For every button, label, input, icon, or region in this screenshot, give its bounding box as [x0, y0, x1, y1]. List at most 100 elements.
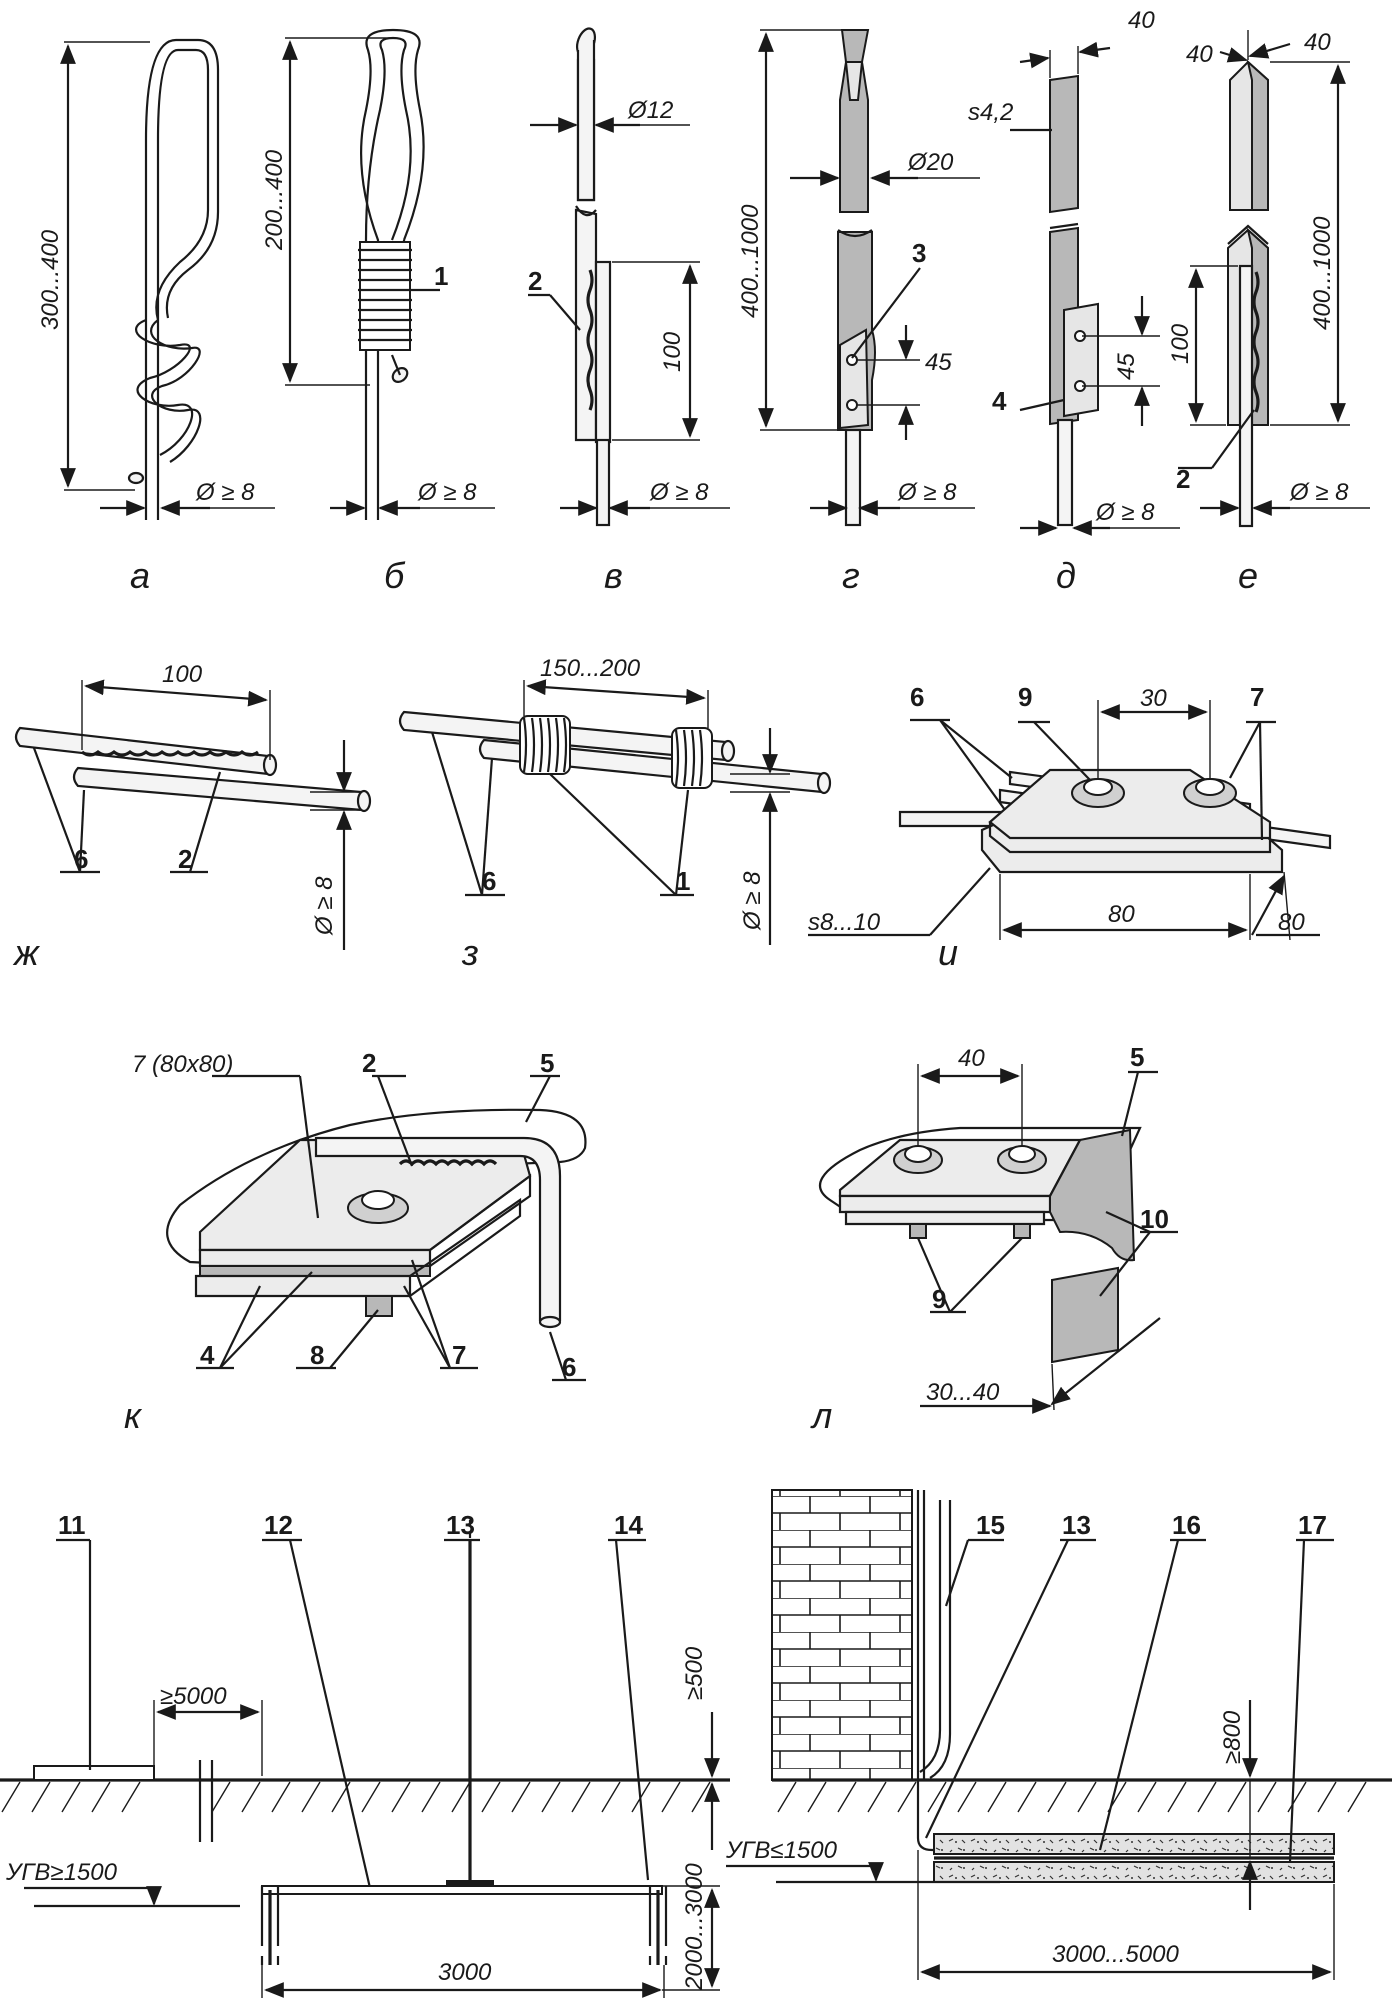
fig-k-callout-gasket: 4 — [200, 1340, 215, 1370]
installation-horizontal: 15 13 16 17 ≥800 УГВ≤1500 3000...5000 — [725, 1489, 1392, 1980]
fig-z-callout-wrap: 1 — [676, 866, 690, 896]
fig-i-bolt-right — [1183, 778, 1237, 808]
fig-i-callout-rods: 6 — [910, 682, 924, 712]
br-span: 3000...5000 — [1052, 1941, 1179, 1968]
fig-i-callout-bolt: 9 — [1018, 682, 1032, 712]
fig-g-hole-spacing: 45 — [925, 349, 952, 376]
fig-i-bolt-left — [1071, 778, 1125, 808]
fig-zh-length-dim: 100 — [162, 661, 203, 688]
fig-g-height-dim: 400...1000 — [737, 204, 764, 318]
fig-e-height-dim: 400...1000 — [1309, 216, 1336, 330]
fig-k-callout-rod: 6 — [562, 1352, 576, 1382]
figure-a: 300...400 Ø ≥ 8 а — [37, 38, 275, 596]
fig-e-overlap-dim: 100 — [1167, 323, 1194, 364]
fig-z-length-dim: 150...200 — [540, 655, 641, 682]
fig-i-plate-size-a: 80 — [1108, 901, 1135, 928]
fig-z-diameter: Ø ≥ 8 — [739, 871, 766, 931]
figure-z: 150...200 6 1 Ø ≥ 8 з — [398, 655, 832, 973]
fig-z-callout-rods: 6 — [482, 866, 496, 896]
bl-span: 3000 — [438, 1959, 492, 1986]
fig-k-callout-plate: 7 — [452, 1340, 466, 1370]
fig-zh-letter: ж — [12, 932, 41, 973]
fig-a-diameter: Ø ≥ 8 — [195, 479, 255, 506]
fig-e-diameter: Ø ≥ 8 — [1289, 479, 1349, 506]
fig-i-bolt-spacing: 30 — [1140, 685, 1167, 712]
bl-depth-top: ≥500 — [681, 1646, 708, 1700]
fig-l-bolt-spacing: 40 — [958, 1045, 985, 1072]
br-depth-top: ≥800 — [1219, 1710, 1246, 1764]
fig-b-callout: 1 — [434, 261, 448, 291]
br-brick-wall — [771, 1489, 913, 1781]
fig-l-callout-bolt: 9 — [932, 1284, 946, 1314]
br-callout-17: 17 — [1298, 1510, 1327, 1540]
fig-v-letter: в — [604, 555, 623, 596]
fig-b-height-dim: 200...400 — [261, 149, 288, 251]
fig-g-pipe-diameter: Ø20 — [907, 149, 954, 176]
fig-l-callout-strip: 5 — [1130, 1042, 1144, 1072]
fig-i-plate-size-b: 80 — [1278, 909, 1305, 936]
fig-d-hole-spacing: 45 — [1113, 353, 1140, 380]
fig-zh-callout-weld: 2 — [178, 844, 192, 874]
figure-k: 7 (80x80) 2 5 4 8 7 6 к — [124, 1048, 587, 1436]
fig-i-letter: и — [938, 932, 958, 973]
br-callout-15: 15 — [976, 1510, 1005, 1540]
fig-d-diameter: Ø ≥ 8 — [1095, 499, 1155, 526]
fig-l-width-dim: 30...40 — [926, 1379, 1000, 1406]
figure-d: 40 s4,2 45 4 Ø ≥ 8 д — [968, 7, 1180, 596]
fig-z-wrap-left — [519, 715, 571, 775]
fig-e-flange-right: 40 — [1304, 29, 1331, 56]
fig-b-letter: б — [384, 555, 406, 596]
fig-b-wire-wrap — [358, 241, 412, 351]
figure-i: 30 6 9 7 80 80 s8...10 и — [808, 682, 1332, 973]
fig-v-top-diameter: Ø12 — [627, 97, 673, 124]
fig-g-letter: г — [842, 555, 860, 596]
fig-g-callout: 3 — [912, 238, 926, 268]
fig-l-letter: л — [810, 1395, 832, 1436]
fig-d-callout-plate: 4 — [992, 386, 1007, 416]
fig-k-plate-label: 7 (80x80) — [132, 1051, 233, 1078]
fig-b-diameter: Ø ≥ 8 — [417, 479, 477, 506]
fig-i-thickness: s8...10 — [808, 909, 881, 936]
figure-g: 400...1000 Ø20 45 3 Ø ≥ 8 г — [737, 29, 980, 596]
fig-i-callout-plate: 7 — [1250, 682, 1264, 712]
fig-k-callout-bolt: 8 — [310, 1340, 324, 1370]
fig-k-bolt — [347, 1190, 409, 1317]
br-groundwater: УГВ≤1500 — [725, 1837, 838, 1864]
fig-z-wrap-right — [671, 727, 713, 789]
fig-e-callout: 2 — [1176, 464, 1190, 494]
ground-hatch-left — [1, 1781, 711, 1813]
fig-l-callout-angle: 10 — [1140, 1204, 1169, 1234]
fig-e-flange-left: 40 — [1186, 41, 1213, 68]
fig-a-letter: а — [130, 555, 150, 596]
fig-a-height-dim: 300...400 — [37, 229, 64, 330]
figure-zh: 100 6 2 Ø ≥ 8 ж — [12, 661, 372, 973]
installation-vertical: ≥5000 11 12 13 14 ≥500 2000...3000 УГВ≥1… — [0, 1510, 730, 1998]
fig-e-letter: е — [1238, 555, 1258, 596]
bl-callout-12: 12 — [264, 1510, 293, 1540]
fig-v-callout: 2 — [528, 266, 542, 296]
br-callout-16: 16 — [1172, 1510, 1201, 1540]
fig-v-diameter: Ø ≥ 8 — [649, 479, 709, 506]
bl-distance: ≥5000 — [160, 1683, 227, 1710]
fig-z-letter: з — [461, 932, 479, 973]
bl-depth-range: 2000...3000 — [681, 1863, 708, 1991]
figure-b: 200...400 1 Ø ≥ 8 б — [261, 28, 495, 596]
fig-k-callout-strip: 5 — [540, 1048, 554, 1078]
bl-groundwater: УГВ≥1500 — [5, 1859, 118, 1886]
figure-l: 40 5 9 10 30...40 л — [810, 1042, 1178, 1436]
fig-zh-callout-rods: 6 — [74, 844, 88, 874]
fig-k-letter: к — [124, 1395, 143, 1436]
fig-g-diameter: Ø ≥ 8 — [897, 479, 957, 506]
fig-d-thickness: s4,2 — [968, 99, 1013, 126]
fig-d-letter: д — [1056, 555, 1076, 596]
fig-zh-diameter: Ø ≥ 8 — [311, 876, 338, 936]
fig-k-callout-weld: 2 — [362, 1048, 376, 1078]
ground-hatch-right — [777, 1781, 1367, 1813]
figure-v: Ø12 100 2 Ø ≥ 8 в — [528, 27, 730, 596]
fig-v-overlap-dim: 100 — [659, 331, 686, 372]
bl-callout-11: 11 — [58, 1510, 86, 1540]
br-callout-13: 13 — [1062, 1510, 1091, 1540]
fig-d-width-dim: 40 — [1128, 7, 1155, 34]
figure-e: 40 40 400...1000 100 2 Ø ≥ 8 е — [1167, 29, 1370, 596]
